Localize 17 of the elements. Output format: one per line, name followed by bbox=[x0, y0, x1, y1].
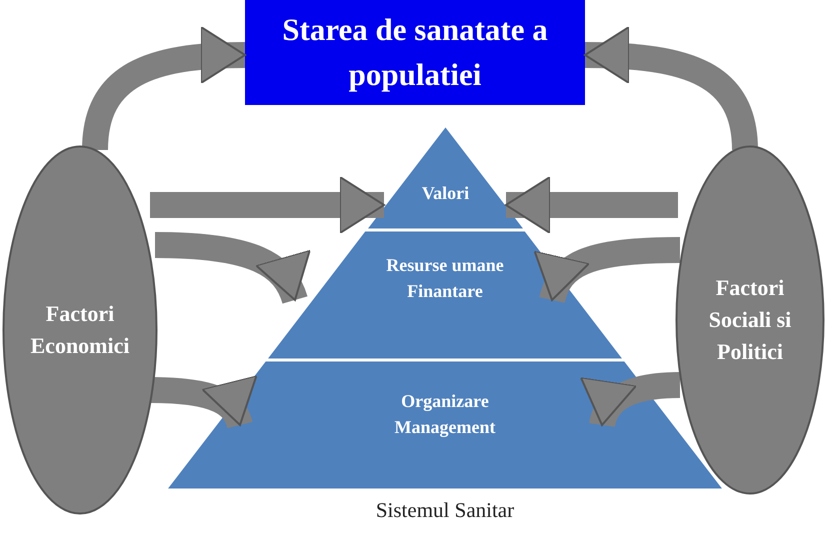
caption: Sistemul Sanitar bbox=[374, 498, 516, 523]
block-arrow bbox=[150, 176, 385, 234]
factor-ellipse bbox=[2, 145, 158, 515]
tier-label: Valori bbox=[422, 182, 470, 205]
block-arrow bbox=[536, 237, 680, 304]
tier-label: Organizare Management bbox=[394, 390, 496, 440]
title-text: Starea de sanatate a populatiei bbox=[281, 10, 549, 94]
header-box bbox=[245, 0, 585, 105]
factor-label: Factori Sociali si Politici bbox=[708, 274, 792, 366]
block-arrow bbox=[154, 232, 308, 304]
block-arrow bbox=[582, 372, 680, 428]
block-arrow bbox=[505, 176, 678, 234]
factor-ellipse bbox=[675, 145, 825, 495]
block-arrow bbox=[150, 374, 255, 429]
factor-label: Factori Economici bbox=[30, 300, 130, 360]
tier-label: Resurse umane Finantare bbox=[385, 254, 505, 304]
pyramid-tier bbox=[165, 360, 725, 490]
